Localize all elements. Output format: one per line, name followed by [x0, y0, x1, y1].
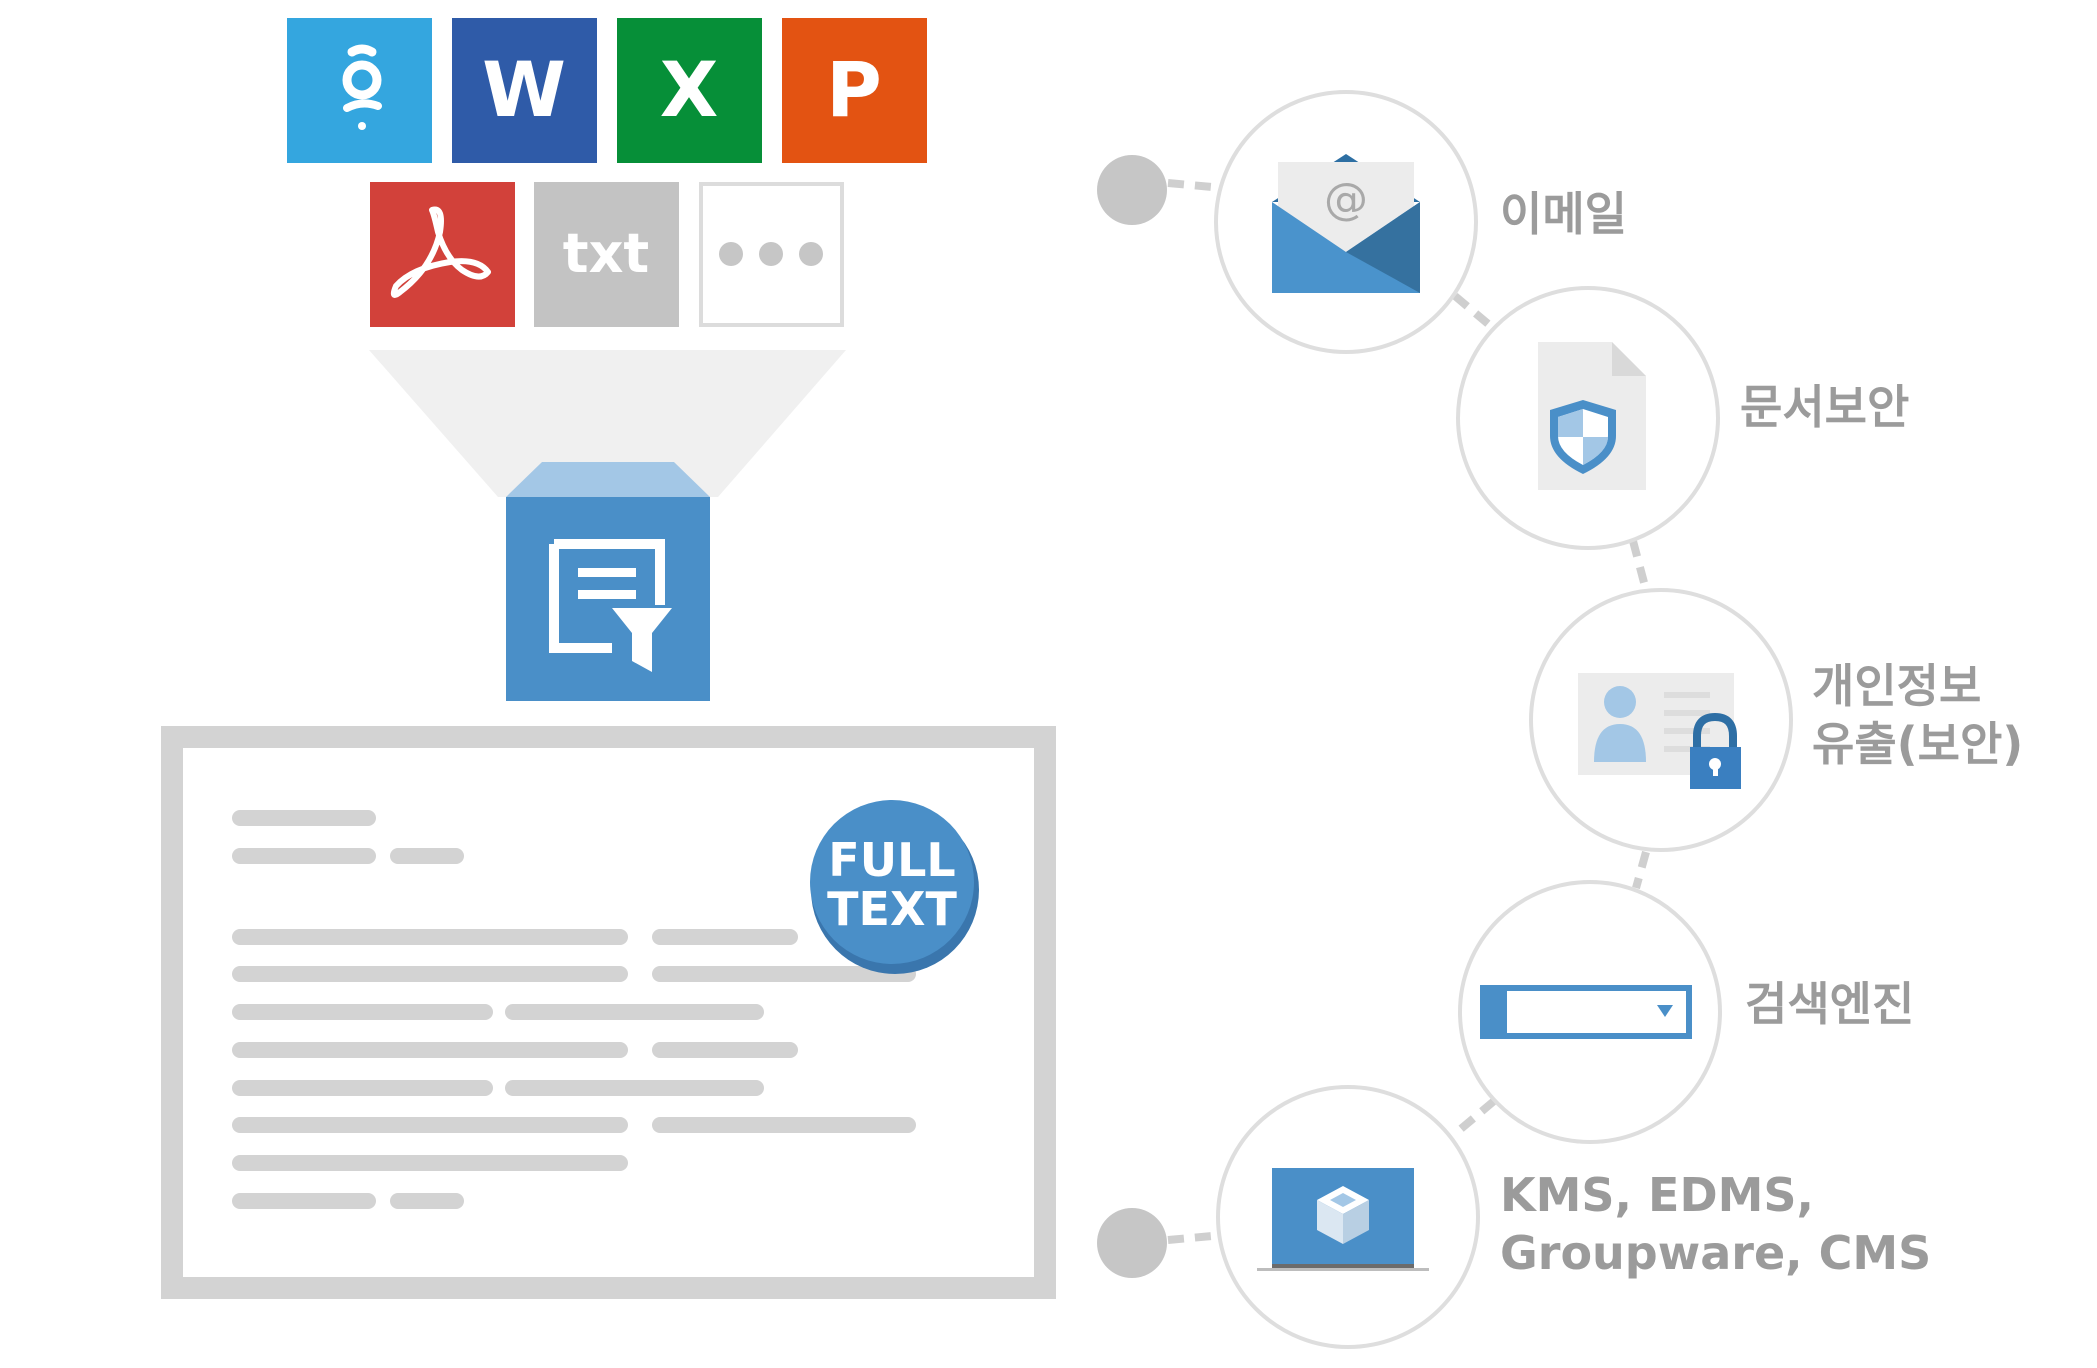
label-kms: KMS, EDMS, Groupware, CMS — [1500, 1168, 1932, 1280]
document-text-lines — [232, 810, 916, 1209]
txt-label: txt — [563, 222, 649, 285]
badge-line-full: FULL — [828, 833, 955, 887]
full-text-badge: FULL TEXT — [810, 800, 979, 974]
excel-tile: X — [617, 18, 762, 163]
svg-text:@: @ — [1324, 174, 1368, 225]
hwp-tile — [287, 18, 432, 163]
powerpoint-icon: P — [826, 45, 882, 134]
funnel-shape — [369, 350, 846, 497]
label-email: 이메일 — [1500, 187, 1627, 241]
word-tile: W — [452, 18, 597, 163]
file-type-tiles: W X P txt — [287, 18, 927, 327]
document-shield-icon — [1538, 342, 1646, 490]
laptop-cube-icon — [1257, 1168, 1429, 1271]
pdf-acrobat-icon — [390, 206, 491, 298]
output-document: FULL TEXT — [161, 726, 1056, 1299]
hangul-hwp-icon — [342, 44, 382, 130]
label-document-security: 문서보안 — [1740, 380, 1910, 434]
connector-end-dot — [1097, 1208, 1167, 1278]
label-privacy: 개인정보 유출(보안) — [1812, 659, 2024, 771]
powerpoint-tile: P — [782, 18, 927, 163]
document-filter-icon — [549, 539, 672, 672]
pdf-tile — [370, 182, 515, 327]
filter-box — [506, 462, 710, 701]
word-icon: W — [482, 45, 566, 134]
label-search-engine: 검색엔진 — [1745, 977, 1915, 1031]
connector-lines — [1167, 179, 1650, 1244]
txt-tile: txt — [534, 182, 679, 327]
ellipsis-icon — [719, 242, 823, 266]
email-envelope-icon: @ — [1272, 154, 1420, 293]
badge-line-text: TEXT — [827, 882, 957, 936]
id-card-lock-icon — [1578, 673, 1741, 789]
connector-start-dot — [1097, 155, 1167, 225]
more-tile — [699, 182, 844, 327]
excel-icon: X — [660, 45, 719, 134]
search-dropdown-icon — [1480, 985, 1692, 1039]
